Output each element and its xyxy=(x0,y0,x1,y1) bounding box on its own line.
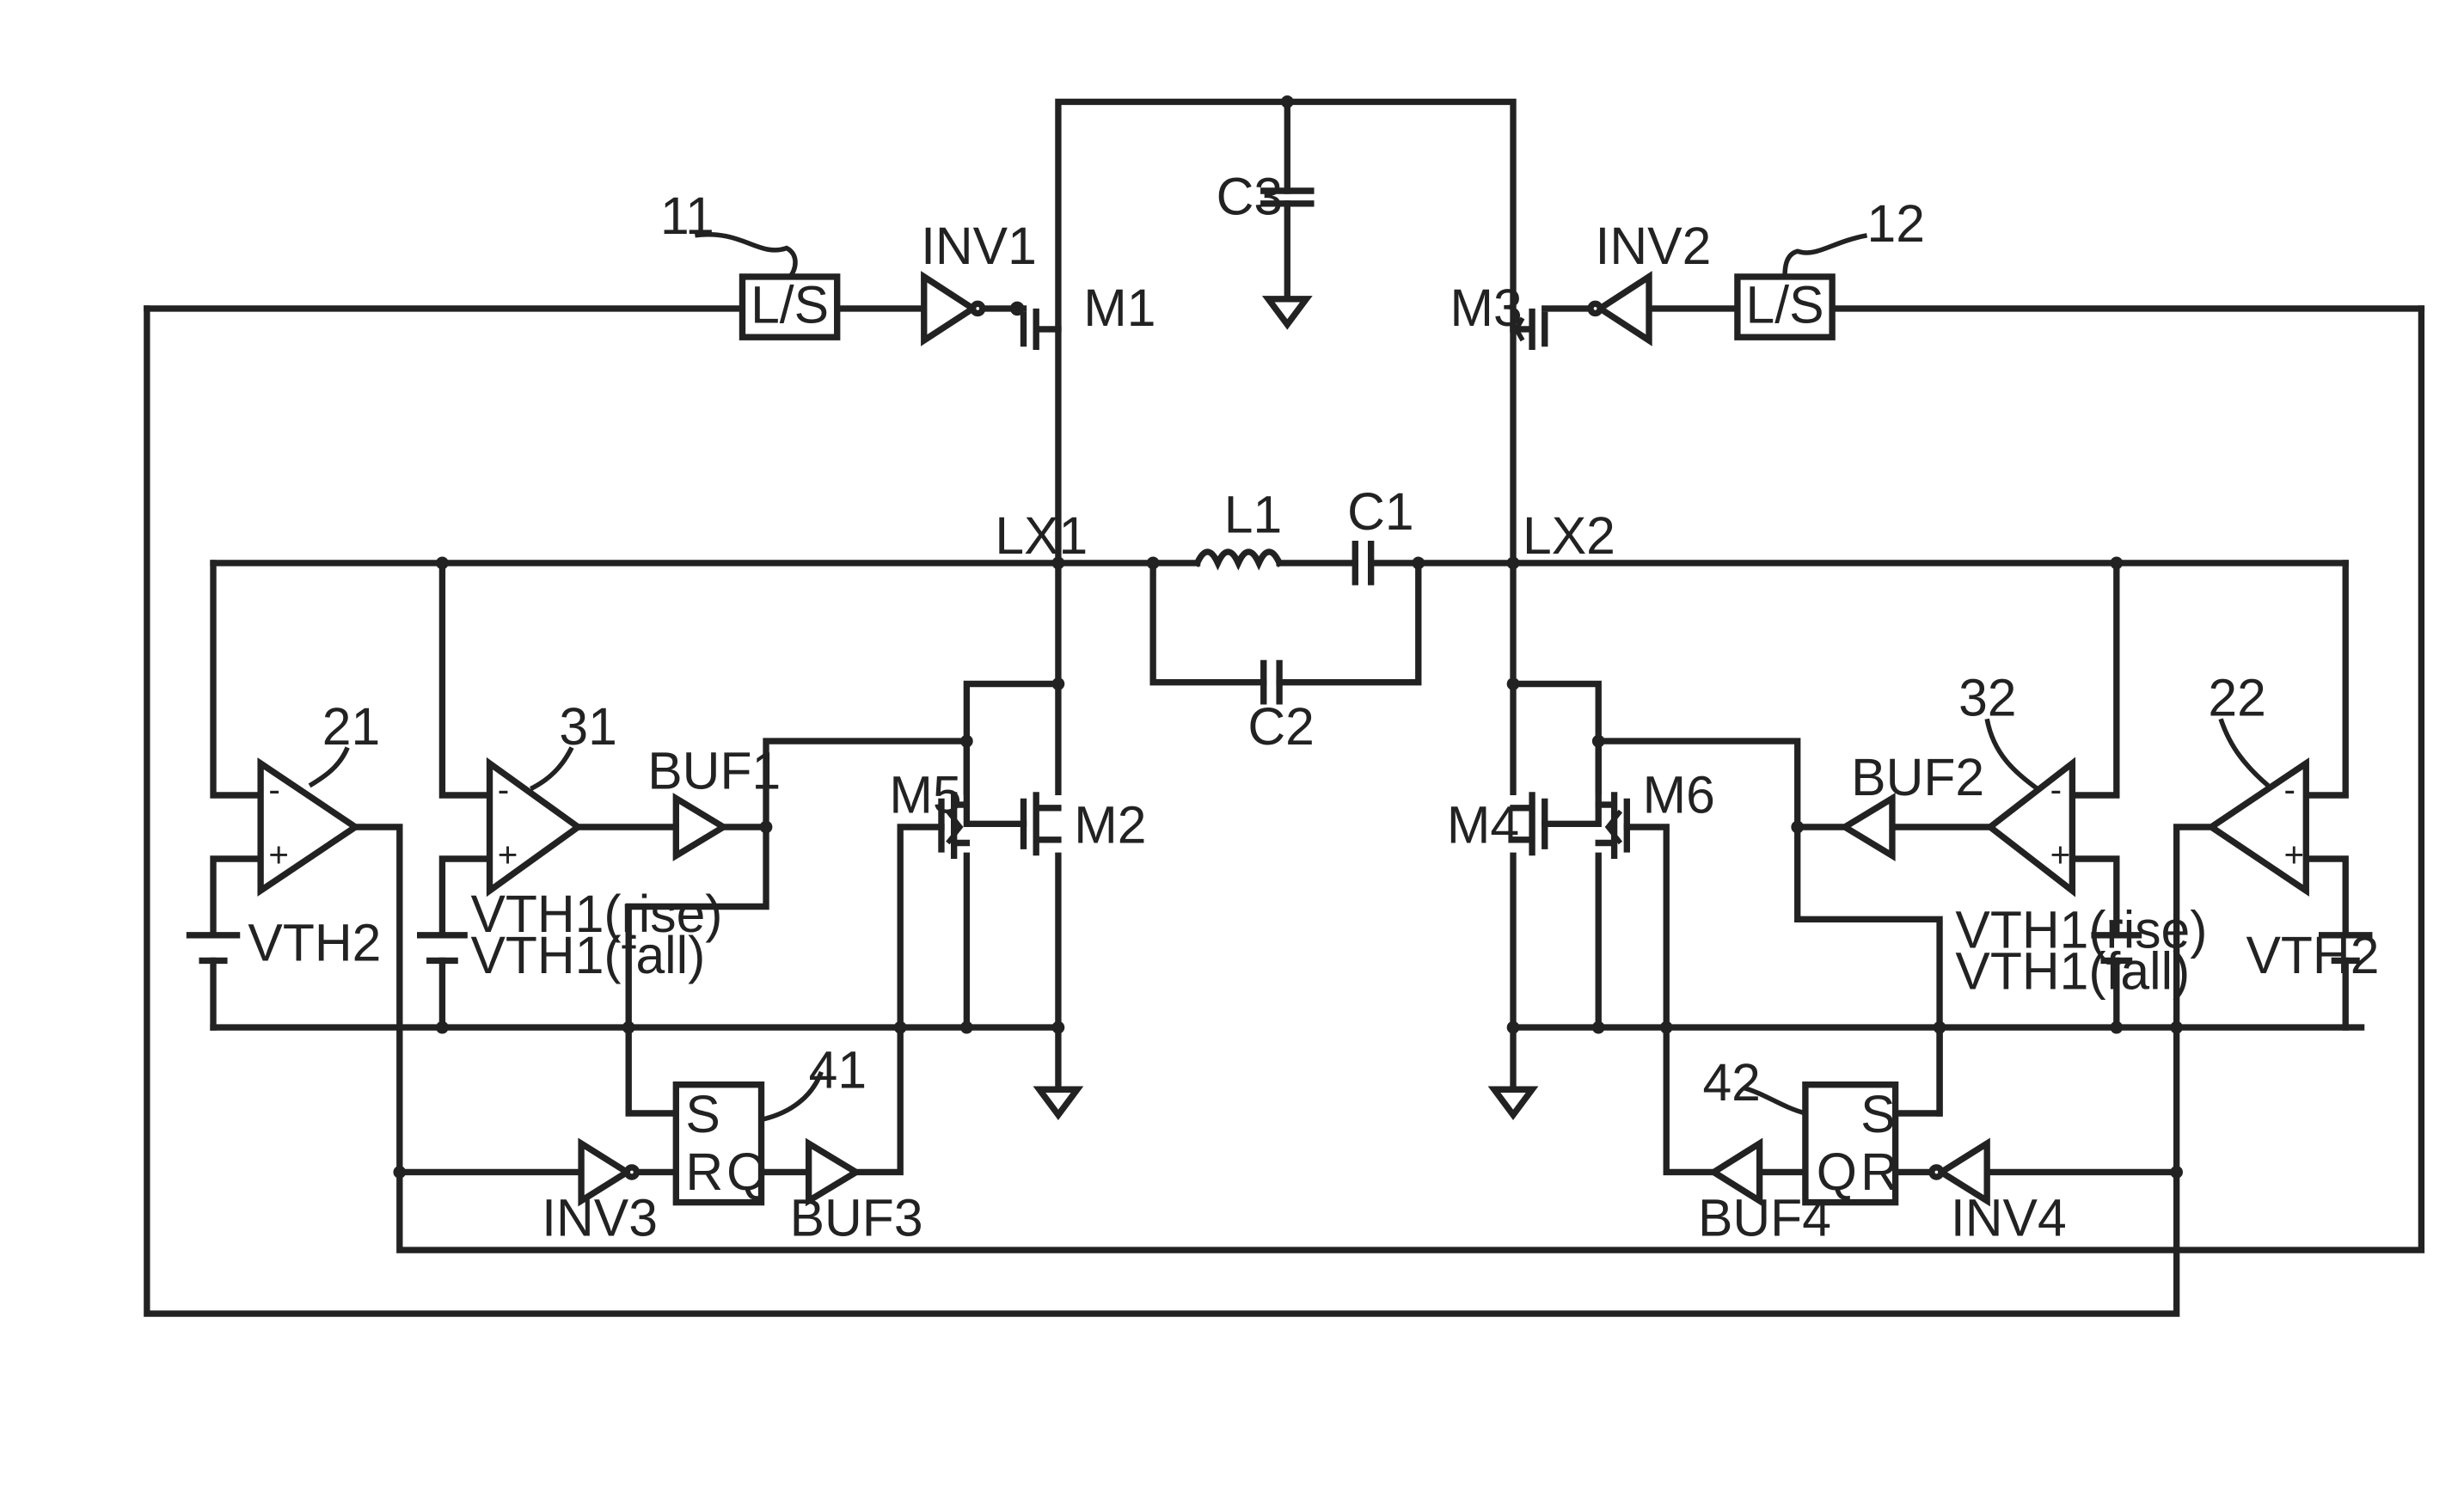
label-inv2: INV2 xyxy=(1596,217,1712,275)
label-vth1-fall-right: VTH1(fall) xyxy=(1955,942,2190,1001)
capacitor-c2 xyxy=(1264,663,1279,701)
comp21-minus: - xyxy=(268,769,279,809)
comp22-minus: - xyxy=(2284,769,2295,809)
inductor-l1 xyxy=(1198,552,1280,563)
ls11-text: L/S xyxy=(751,275,829,334)
ref-11: 11 xyxy=(660,187,714,245)
sr-latch-42: S Q R xyxy=(1805,1085,1898,1203)
latch42-s: S xyxy=(1860,1085,1895,1143)
ref-22: 22 xyxy=(2208,668,2265,726)
ref-31: 31 xyxy=(559,697,616,756)
comparator-31: - + xyxy=(490,763,579,891)
mosfet-m1 xyxy=(1013,303,1058,346)
label-vth1-fall-left: VTH1(fall) xyxy=(470,926,705,984)
comp31-minus: - xyxy=(498,769,509,809)
label-m4: M4 xyxy=(1447,795,1519,854)
latch41-q: Q xyxy=(726,1143,767,1201)
comp32-minus: - xyxy=(2050,769,2062,809)
label-l1: L1 xyxy=(1224,486,1282,544)
label-buf1: BUF1 xyxy=(647,741,781,800)
sr-latch-41: S R Q xyxy=(676,1085,767,1203)
ls12-text: L/S xyxy=(1746,275,1824,334)
label-m5: M5 xyxy=(889,765,961,824)
battery-vth1-left xyxy=(420,935,464,961)
label-m3: M3 xyxy=(1450,279,1523,337)
mosfet-m2 xyxy=(1023,795,1057,853)
latch41-s: S xyxy=(685,1085,720,1143)
label-m2: M2 xyxy=(1074,795,1146,854)
ref-32: 32 xyxy=(1958,668,2016,726)
comp31-plus: + xyxy=(498,835,518,874)
label-inv1: INV1 xyxy=(921,217,1037,275)
label-vth2-left: VTH2 xyxy=(248,913,381,971)
ground-right xyxy=(1494,1089,1532,1115)
buffer-buf2 xyxy=(1845,799,1892,856)
inverter-inv2 xyxy=(1591,277,1649,340)
label-lx2: LX2 xyxy=(1523,506,1615,565)
label-c1: C1 xyxy=(1347,482,1413,541)
label-buf2: BUF2 xyxy=(1851,748,1984,806)
label-buf3: BUF3 xyxy=(790,1188,923,1247)
label-c3: C3 xyxy=(1217,168,1283,226)
ref-41: 41 xyxy=(809,1040,867,1099)
latch41-r: R xyxy=(685,1143,723,1201)
buffer-buf1 xyxy=(676,799,723,856)
comparator-22: - + xyxy=(2211,763,2306,891)
battery-vth2-left xyxy=(189,935,236,961)
comp32-plus: + xyxy=(2050,835,2071,874)
inverter-inv1 xyxy=(924,277,983,340)
label-inv3: INV3 xyxy=(542,1188,658,1247)
latch42-r: R xyxy=(1860,1143,1898,1201)
level-shifter-12: L/S xyxy=(1738,275,1832,337)
label-vth2-right: VTH2 xyxy=(2246,926,2379,984)
label-c2: C2 xyxy=(1247,697,1314,756)
label-m1: M1 xyxy=(1083,279,1155,337)
label-m6: M6 xyxy=(1643,765,1715,824)
ref-12: 12 xyxy=(1867,194,1925,253)
ground-left xyxy=(1039,1089,1077,1115)
label-inv4: INV4 xyxy=(1951,1188,2067,1247)
capacitor-c1 xyxy=(1355,544,1370,582)
level-shifter-11: L/S xyxy=(742,275,837,337)
ground-c3 xyxy=(1268,299,1306,325)
ref-21: 21 xyxy=(322,697,380,756)
labels: M1 M3 M2 M5 M4 M6 C3 C1 L1 C2 LX1 LX2 IN… xyxy=(248,168,2379,1247)
ref-42: 42 xyxy=(1702,1053,1760,1112)
comp21-plus: + xyxy=(268,835,289,874)
comparator-21: - + xyxy=(260,763,355,891)
label-buf4: BUF4 xyxy=(1698,1188,1831,1247)
comp22-plus: + xyxy=(2284,835,2305,874)
mosfet-m6 xyxy=(1598,795,1627,855)
label-lx1: LX1 xyxy=(995,506,1088,565)
